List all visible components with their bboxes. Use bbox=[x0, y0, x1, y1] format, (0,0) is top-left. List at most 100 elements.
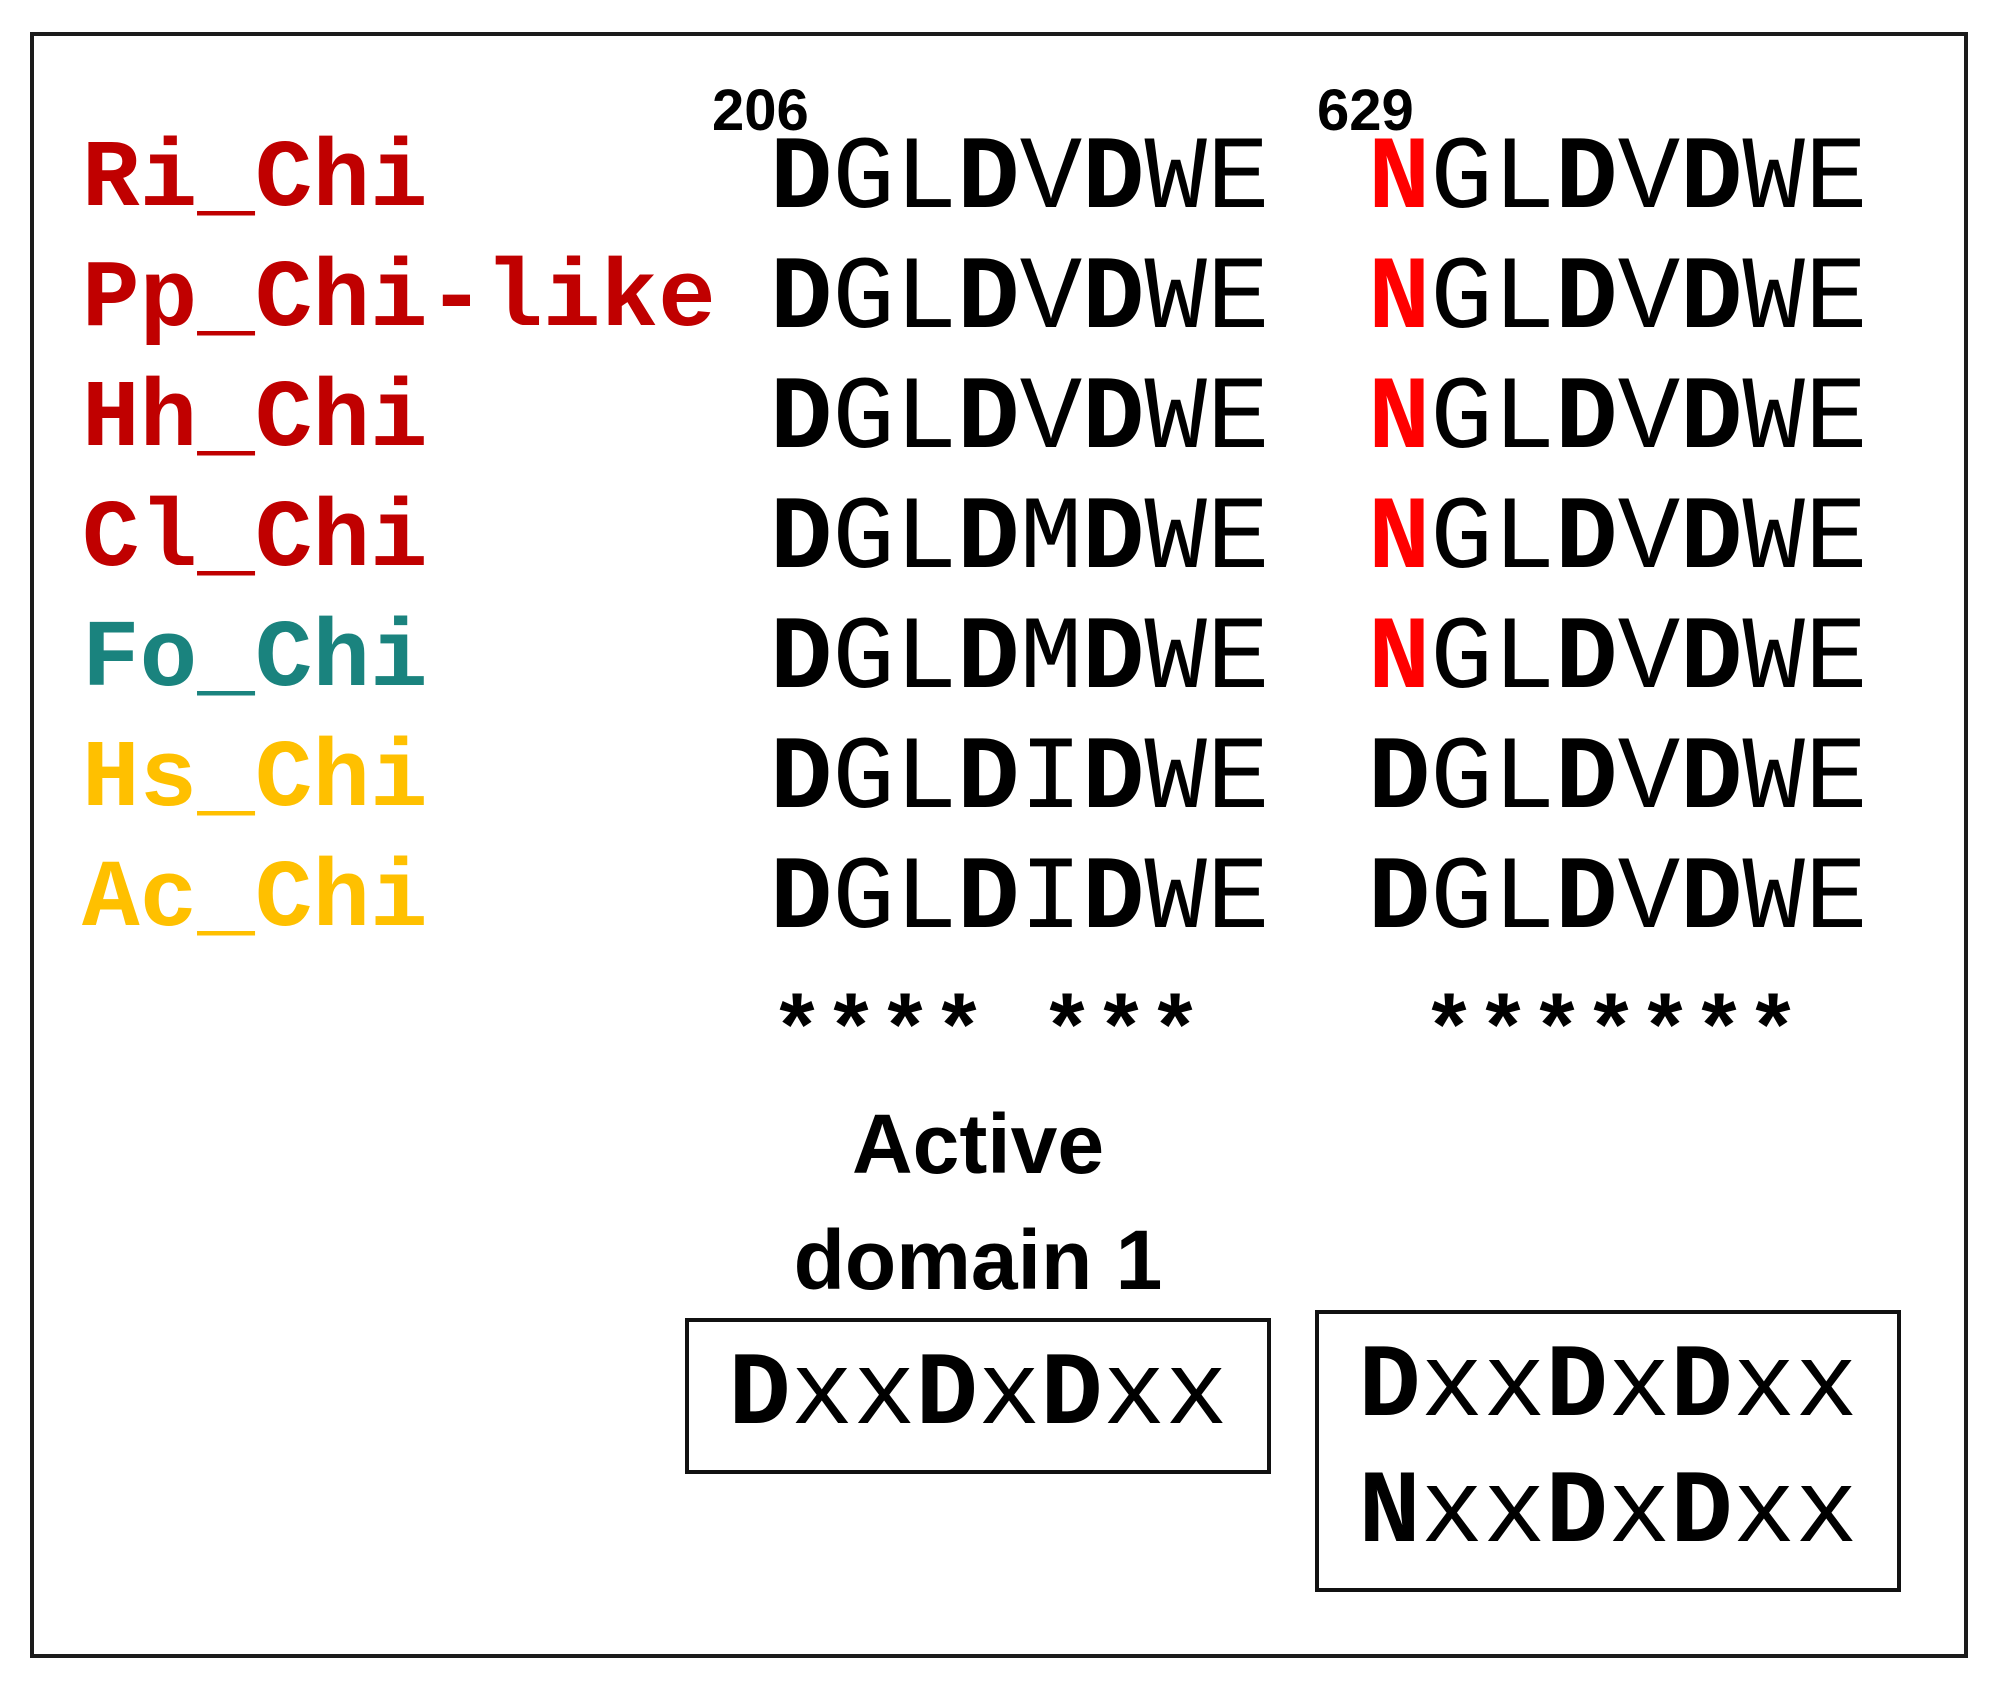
residue: L bbox=[1492, 601, 1556, 719]
residue: N bbox=[1368, 601, 1431, 719]
residue: D bbox=[770, 361, 833, 479]
residue: G bbox=[832, 721, 895, 839]
sequence-motif-206: DGLDMDWE bbox=[770, 600, 1368, 720]
residue: L bbox=[894, 121, 958, 239]
residue: D bbox=[1358, 1329, 1421, 1447]
conservation-row-spacer bbox=[82, 960, 770, 1080]
residue: L bbox=[1492, 121, 1556, 239]
residue: G bbox=[832, 481, 895, 599]
residue: D bbox=[1082, 721, 1145, 839]
residue: x bbox=[1608, 1329, 1671, 1447]
residue: x bbox=[1102, 1337, 1166, 1455]
residue: L bbox=[1492, 481, 1556, 599]
residue: W bbox=[1742, 241, 1805, 359]
sequence-label: Hs_Chi bbox=[82, 725, 428, 834]
residue: M bbox=[1019, 481, 1083, 599]
residue: L bbox=[894, 361, 958, 479]
residue: x bbox=[1795, 1329, 1858, 1447]
residue: D bbox=[1680, 241, 1743, 359]
sequence-motif-629: DGLDVDWE bbox=[1368, 720, 1928, 840]
residue: G bbox=[1430, 361, 1493, 479]
residue: D bbox=[957, 481, 1020, 599]
residue: D bbox=[1082, 601, 1145, 719]
residue: W bbox=[1742, 361, 1805, 479]
residue: W bbox=[1742, 721, 1805, 839]
residue: E bbox=[1804, 241, 1868, 359]
residue: N bbox=[1368, 481, 1431, 599]
residue: D bbox=[957, 601, 1020, 719]
residue: D bbox=[957, 841, 1020, 959]
residue: x bbox=[978, 1337, 1041, 1455]
residue: G bbox=[832, 361, 895, 479]
residue: N bbox=[1368, 241, 1431, 359]
residue: D bbox=[1082, 121, 1145, 239]
residue: x bbox=[1795, 1455, 1858, 1573]
residue: L bbox=[1492, 721, 1556, 839]
residue: D bbox=[1680, 721, 1743, 839]
residue: D bbox=[915, 1337, 978, 1455]
residue: D bbox=[1680, 361, 1743, 479]
residue: D bbox=[1545, 1329, 1608, 1447]
residue: D bbox=[1545, 1455, 1608, 1573]
residue: E bbox=[1206, 121, 1270, 239]
residue: D bbox=[1680, 121, 1743, 239]
residue: D bbox=[728, 1337, 791, 1455]
sequence-label: Fo_Chi bbox=[82, 605, 428, 714]
residue: D bbox=[1680, 481, 1743, 599]
residue: E bbox=[1804, 121, 1868, 239]
conservation-stars-629: ******* bbox=[1368, 985, 1801, 1087]
residue: V bbox=[1019, 121, 1083, 239]
residue: G bbox=[1430, 841, 1493, 959]
sequence-motif-206: DGLDMDWE bbox=[770, 480, 1368, 600]
residue: D bbox=[1555, 721, 1618, 839]
residue: x bbox=[1732, 1455, 1796, 1573]
residue: M bbox=[1019, 601, 1083, 719]
residue: D bbox=[1555, 481, 1618, 599]
sequence-motif-629: NGLDVDWE bbox=[1368, 120, 1928, 240]
residue: L bbox=[894, 721, 958, 839]
sequence-motif-206: DGLDIDWE bbox=[770, 720, 1368, 840]
residue: x bbox=[1420, 1329, 1484, 1447]
consensus-box-domain1: DxxDxDxx bbox=[685, 1318, 1271, 1474]
residue: E bbox=[1206, 481, 1270, 599]
residue: D bbox=[957, 721, 1020, 839]
residue: x bbox=[1483, 1455, 1546, 1573]
residue: E bbox=[1804, 601, 1868, 719]
residue: D bbox=[1082, 361, 1145, 479]
residue: E bbox=[1206, 361, 1270, 479]
residue: D bbox=[770, 241, 833, 359]
residue: N bbox=[1368, 121, 1431, 239]
residue: V bbox=[1617, 241, 1681, 359]
residue: N bbox=[1368, 361, 1431, 479]
residue: x bbox=[853, 1337, 916, 1455]
residue: G bbox=[1430, 481, 1493, 599]
residue: V bbox=[1617, 841, 1681, 959]
residue: V bbox=[1617, 721, 1681, 839]
sequence-motif-629: NGLDVDWE bbox=[1368, 240, 1928, 360]
residue: L bbox=[1492, 841, 1556, 959]
residue: D bbox=[1680, 601, 1743, 719]
residue: G bbox=[832, 601, 895, 719]
residue: V bbox=[1617, 361, 1681, 479]
residue: D bbox=[1555, 841, 1618, 959]
residue: x bbox=[1483, 1329, 1546, 1447]
sequence-motif-206: DGLDVDWE bbox=[770, 120, 1368, 240]
residue: x bbox=[1732, 1329, 1796, 1447]
residue: G bbox=[832, 121, 895, 239]
residue: W bbox=[1742, 601, 1805, 719]
sequence-motif-629: NGLDVDWE bbox=[1368, 360, 1928, 480]
residue: D bbox=[1368, 841, 1431, 959]
residue: L bbox=[894, 841, 958, 959]
consensus-motif: NxxDxDxx bbox=[1358, 1451, 1857, 1577]
residue: D bbox=[1555, 601, 1618, 719]
sequence-motif-206: DGLDVDWE bbox=[770, 240, 1368, 360]
residue: D bbox=[957, 361, 1020, 479]
consensus-motif: DxxDxDxx bbox=[728, 1333, 1227, 1459]
residue: D bbox=[770, 601, 833, 719]
residue: x bbox=[1608, 1455, 1671, 1573]
residue: D bbox=[770, 721, 833, 839]
residue: D bbox=[1040, 1337, 1103, 1455]
residue: W bbox=[1742, 121, 1805, 239]
